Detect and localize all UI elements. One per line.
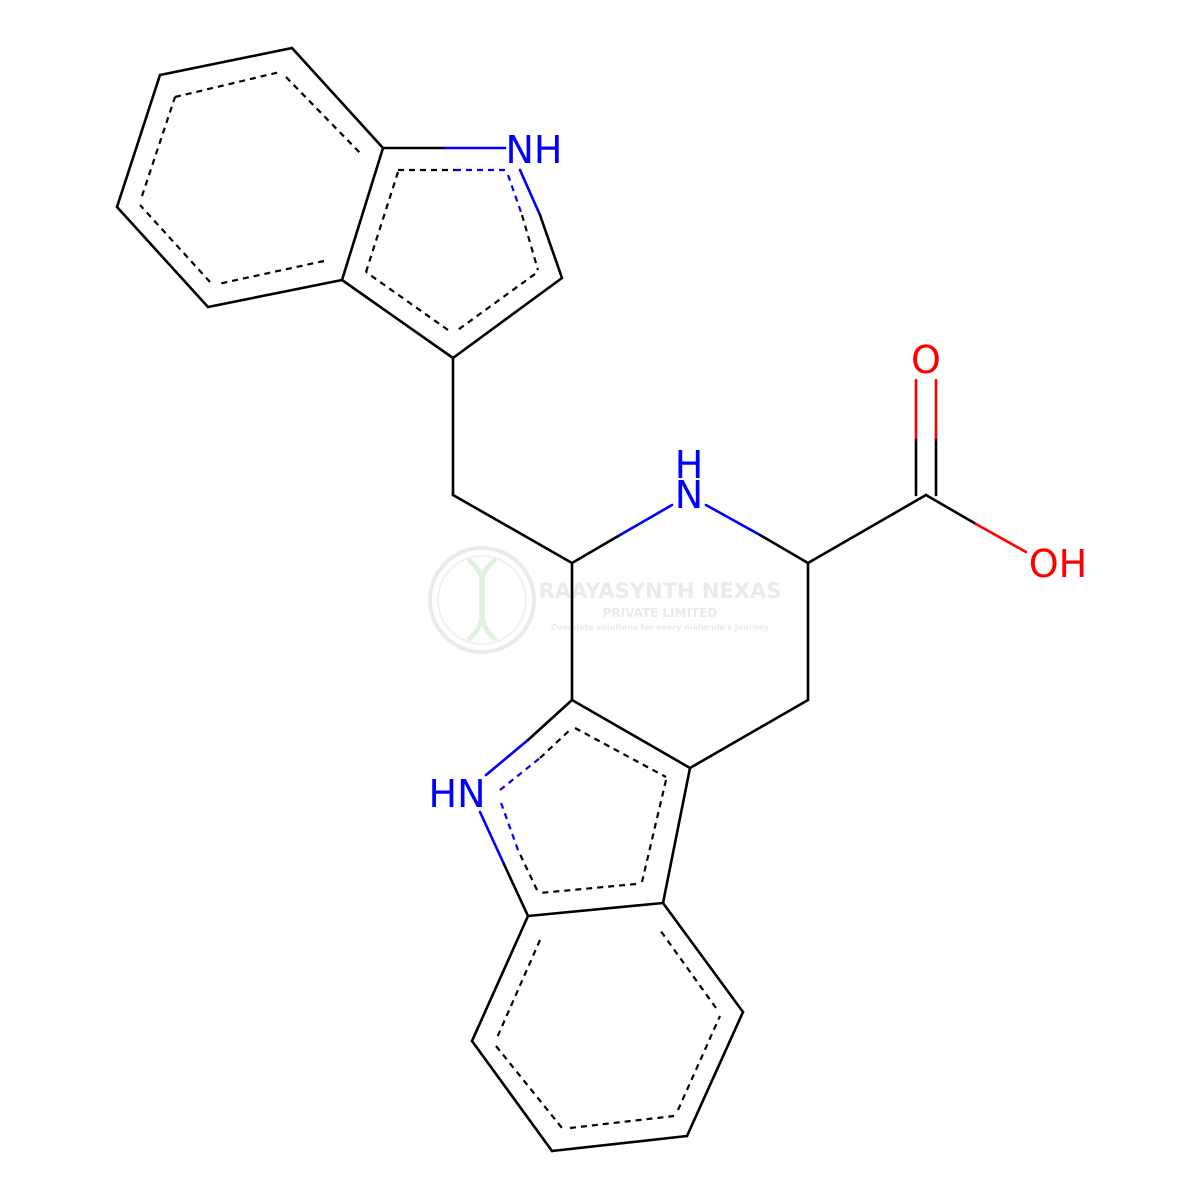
watermark-tagline: Complete solutions for every molecule's … <box>551 623 770 632</box>
watermark: RAAYASYNTH NEXAS PRIVATE LIMITED Complet… <box>428 546 782 654</box>
tetrahydropyridine-ring <box>570 503 810 770</box>
atom-nh-top: NH <box>506 128 563 172</box>
watermark-logo-ring <box>428 546 536 654</box>
indole-bottom-pyrrole <box>478 698 692 918</box>
atom-n-ring: N <box>675 473 703 517</box>
atom-h-ring: H <box>675 443 704 487</box>
atom-oh: OH <box>1029 542 1087 586</box>
watermark-subtitle: PRIVATE LIMITED <box>603 606 718 620</box>
watermark-logo-ring-inner <box>437 555 527 645</box>
methylene-linker <box>451 356 574 565</box>
indole-bottom-benzene <box>470 901 745 1153</box>
indole-top-pyrrole <box>340 146 564 360</box>
watermark-company: RAAYASYNTH NEXAS <box>539 579 782 603</box>
carboxylic-acid-group <box>806 378 1028 565</box>
atom-hn-bottom: HN <box>429 772 486 816</box>
indole-top-benzene <box>115 46 385 309</box>
atom-o-carbonyl: O <box>911 338 941 382</box>
dna-helix-icon <box>466 557 498 642</box>
